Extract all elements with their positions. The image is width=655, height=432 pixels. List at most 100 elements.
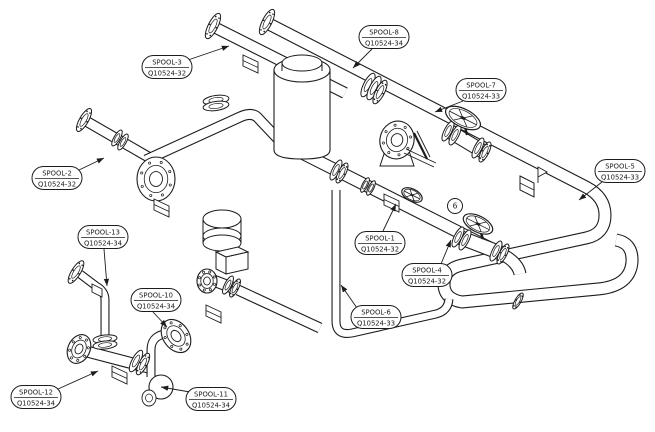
spool12-flange xyxy=(66,334,92,364)
label-balloon xyxy=(358,25,410,49)
label-balloon xyxy=(130,288,182,312)
spool-number: Q10524-33 xyxy=(601,173,639,181)
leader-line xyxy=(382,203,397,232)
leader-line xyxy=(352,48,373,69)
spool10-flange xyxy=(160,318,192,354)
label-balloon xyxy=(141,55,193,79)
valve-handwheel xyxy=(401,187,423,203)
pipe-anchor xyxy=(519,175,535,198)
item-balloon-text: 6 xyxy=(453,202,458,211)
pipe-support xyxy=(205,304,222,324)
spool-number: Q10524-34 xyxy=(137,302,175,310)
spool-name: SPOOL-10 xyxy=(139,291,173,299)
leader-line xyxy=(578,181,603,201)
dome-valve-flange xyxy=(196,268,218,294)
flange xyxy=(512,292,524,310)
leader-line xyxy=(103,248,110,287)
valve-handwheel xyxy=(462,213,494,240)
flange xyxy=(458,229,472,251)
valve-handwheel xyxy=(444,105,482,136)
leader-line xyxy=(187,45,230,61)
flange xyxy=(471,137,485,159)
flange xyxy=(229,278,241,298)
spool-number: Q10524-32 xyxy=(408,277,446,285)
spool-name: SPOOL-3 xyxy=(152,58,182,66)
flange xyxy=(135,352,151,376)
spool-name: SPOOL-5 xyxy=(605,162,635,170)
spool-number: Q10524-32 xyxy=(38,180,76,188)
spool-number: Q10524-33 xyxy=(357,319,395,327)
flange xyxy=(366,180,376,196)
flange xyxy=(222,275,234,295)
spool-name: SPOOL-4 xyxy=(412,266,442,274)
flange xyxy=(258,8,276,36)
spool-name: SPOOL-6 xyxy=(361,308,391,316)
spool-number: Q10524-32 xyxy=(361,245,399,253)
flange xyxy=(335,162,349,184)
label-balloon xyxy=(594,159,646,183)
flange xyxy=(496,243,510,265)
label-balloon xyxy=(455,78,507,102)
leader-line xyxy=(440,239,452,265)
lever-valve-flange xyxy=(379,120,415,160)
flange xyxy=(360,177,370,193)
spool-name: SPOOL-11 xyxy=(194,390,228,398)
flange xyxy=(92,340,118,350)
spool-number: Q10524-34 xyxy=(17,399,55,407)
flange xyxy=(75,108,93,132)
spool-number: Q10524-32 xyxy=(148,69,186,77)
spool-name: SPOOL-12 xyxy=(19,388,53,396)
spool11-valve-body xyxy=(141,374,174,407)
pipe-support xyxy=(153,198,170,218)
spool-number: Q10524-34 xyxy=(84,239,122,247)
spool-name: SPOOL-13 xyxy=(86,228,120,236)
spool-number: Q10524-34 xyxy=(192,401,230,409)
label-balloon xyxy=(401,263,453,287)
spool-name: SPOOL-8 xyxy=(369,28,399,36)
leader-line xyxy=(340,284,358,309)
pipe-runs xyxy=(77,18,639,377)
flow-flag xyxy=(537,166,548,183)
pipe-support xyxy=(242,54,259,74)
label-balloon xyxy=(31,166,83,190)
label-balloon xyxy=(185,387,237,411)
label-balloon xyxy=(77,225,129,249)
lever-valve xyxy=(379,120,437,168)
label-balloon xyxy=(350,305,402,329)
flange xyxy=(202,100,230,112)
leader-line xyxy=(57,370,99,390)
leader-line xyxy=(152,311,168,328)
vertical-vessel xyxy=(273,54,331,160)
flange xyxy=(372,79,388,105)
dome-accumulator xyxy=(196,209,250,298)
flange xyxy=(204,12,222,40)
flange xyxy=(111,129,123,147)
item-balloon: 6 xyxy=(447,198,463,214)
flange xyxy=(117,133,129,151)
spool-name: SPOOL-7 xyxy=(466,81,496,89)
spool-number: Q10524-34 xyxy=(365,39,403,47)
pipe-support xyxy=(111,365,128,385)
spool-number: Q10524-33 xyxy=(462,92,500,100)
fittings xyxy=(66,8,524,385)
leader-line xyxy=(434,100,464,113)
leader-line xyxy=(160,385,191,393)
pipe-clamp xyxy=(91,283,103,298)
spool-name: SPOOL-1 xyxy=(365,234,395,242)
label-balloon xyxy=(354,231,406,255)
spool2-front-flange xyxy=(136,156,176,202)
spool-name: SPOOL-2 xyxy=(42,169,72,177)
